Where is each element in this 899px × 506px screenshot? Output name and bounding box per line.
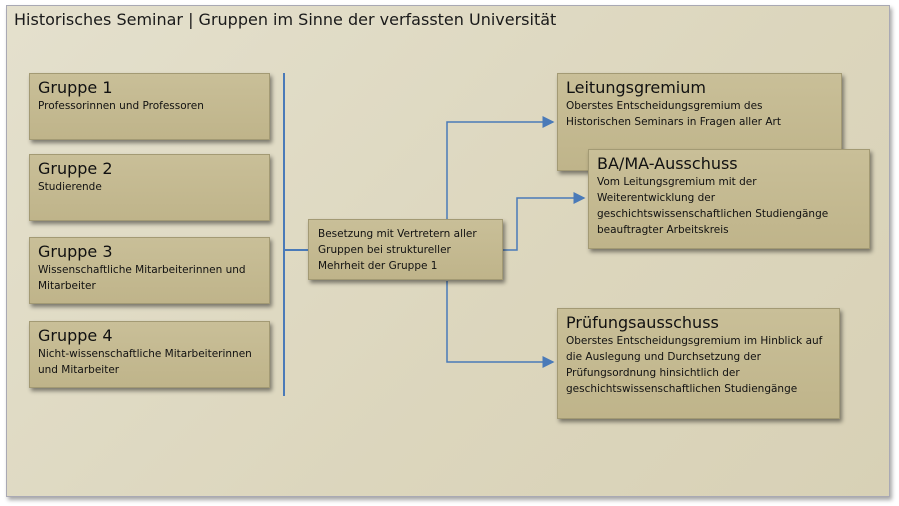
group-1-label: Gruppe 1 [38, 78, 113, 97]
bama-ausschuss-box: BA/MA-Ausschuss Vom Leitungsgremium mit … [588, 149, 870, 249]
leitungsgremium-label: Leitungsgremium [566, 78, 706, 97]
group-2-desc: Studierende [38, 181, 102, 193]
group-1-box: Gruppe 1 Professorinnen und Professoren [29, 73, 270, 140]
pruefungsausschuss-desc: Oberstes Entscheidungsgremium im Hinblic… [566, 335, 823, 395]
pruefungsausschuss-box: Prüfungsausschuss Oberstes Entscheidungs… [557, 308, 840, 419]
group-1-desc: Professorinnen und Professoren [38, 100, 204, 112]
center-box: Besetzung mit Vertretern aller Gruppen b… [308, 219, 503, 280]
group-4-box: Gruppe 4 Nicht-wissenschaftliche Mitarbe… [29, 321, 270, 388]
group-4-label: Gruppe 4 [38, 326, 113, 345]
group-2-box: Gruppe 2 Studierende [29, 154, 270, 221]
group-3-box: Gruppe 3 Wissenschaftliche Mitarbeiterin… [29, 237, 270, 304]
group-2-label: Gruppe 2 [38, 159, 113, 178]
bama-ausschuss-desc: Vom Leitungsgremium mit der Weiterentwic… [597, 176, 829, 236]
arrow-to-pruefungsausschuss [446, 281, 555, 368]
group-3-label: Gruppe 3 [38, 242, 113, 261]
arrow-to-bama-ausschuss [503, 192, 586, 251]
leitungsgremium-desc: Oberstes Entscheidungsgremium des Histor… [566, 100, 781, 128]
center-text: Besetzung mit Vertretern aller Gruppen b… [318, 228, 477, 272]
group-4-desc: Nicht-wissenschaftliche Mitarbeiterinnen… [38, 348, 252, 376]
bama-ausschuss-label: BA/MA-Ausschuss [597, 154, 738, 173]
group-3-desc: Wissenschaftliche Mitarbeiterinnen und M… [38, 264, 246, 292]
diagram-title: Historisches Seminar | Gruppen im Sinne … [14, 10, 557, 29]
pruefungsausschuss-label: Prüfungsausschuss [566, 313, 719, 332]
arrow-to-leitungsgremium [446, 116, 555, 220]
